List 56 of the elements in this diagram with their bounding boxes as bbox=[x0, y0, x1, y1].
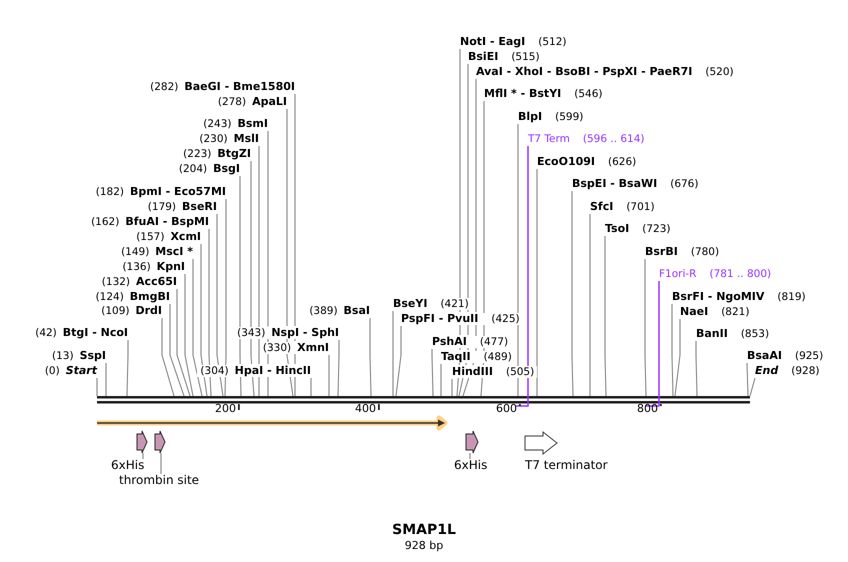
leader-line bbox=[604, 236, 606, 396]
leader-line bbox=[672, 304, 674, 396]
scale-number: 600 bbox=[496, 402, 517, 415]
leader-line bbox=[162, 318, 174, 396]
leader-line bbox=[750, 378, 756, 396]
leader-line bbox=[200, 244, 208, 396]
leader-line bbox=[240, 176, 242, 396]
leader-line bbox=[310, 378, 312, 396]
tag-feature bbox=[466, 430, 479, 454]
leader-line bbox=[250, 160, 254, 396]
end-label: End bbox=[752, 364, 782, 377]
leader-line bbox=[328, 354, 330, 396]
leader-line bbox=[208, 228, 212, 396]
feature-label: T7 terminator bbox=[525, 458, 608, 472]
tag-feature bbox=[154, 430, 166, 454]
leader-line bbox=[536, 168, 538, 396]
leader-line bbox=[338, 340, 340, 396]
leader-line bbox=[176, 288, 190, 396]
leader-line bbox=[746, 362, 748, 396]
sequence-backbone bbox=[97, 396, 750, 404]
leader-line bbox=[126, 340, 128, 396]
end-label: Start bbox=[62, 364, 100, 377]
leader-line bbox=[572, 190, 574, 396]
scale-number: 800 bbox=[637, 402, 658, 415]
leader-line bbox=[258, 146, 260, 396]
feature-label: 6xHis bbox=[454, 458, 488, 472]
leader-line bbox=[96, 378, 98, 396]
sequence-length: 928 bp bbox=[404, 539, 444, 552]
terminator-feature bbox=[524, 430, 558, 456]
leader-line bbox=[644, 258, 646, 396]
leader-line bbox=[527, 146, 529, 396]
scale-number: 200 bbox=[215, 402, 236, 415]
leader-line bbox=[396, 326, 402, 396]
leader-line bbox=[192, 258, 202, 396]
leader-line bbox=[696, 340, 698, 396]
feature-label: thrombin site bbox=[119, 473, 200, 487]
map-title: SMAP1L bbox=[392, 522, 456, 538]
orf-feature bbox=[94, 416, 448, 430]
leader-line bbox=[286, 108, 294, 396]
leader-line bbox=[432, 348, 434, 396]
leader-line bbox=[184, 274, 194, 396]
leader-line bbox=[674, 318, 680, 396]
enzyme-name: TaqII bbox=[438, 350, 474, 363]
leader-line bbox=[370, 318, 372, 396]
leader-line bbox=[160, 452, 162, 474]
leader-line bbox=[142, 452, 144, 460]
leader-line bbox=[658, 281, 660, 396]
tag-feature bbox=[136, 430, 148, 454]
leader-line bbox=[294, 94, 296, 396]
leader-line bbox=[170, 304, 184, 396]
leader-line bbox=[216, 214, 224, 396]
scale-number: 400 bbox=[355, 402, 376, 415]
feature-label: 6xHis bbox=[111, 458, 144, 472]
leader-line bbox=[440, 364, 442, 396]
leader-line bbox=[392, 310, 394, 396]
leader-line bbox=[224, 198, 226, 396]
